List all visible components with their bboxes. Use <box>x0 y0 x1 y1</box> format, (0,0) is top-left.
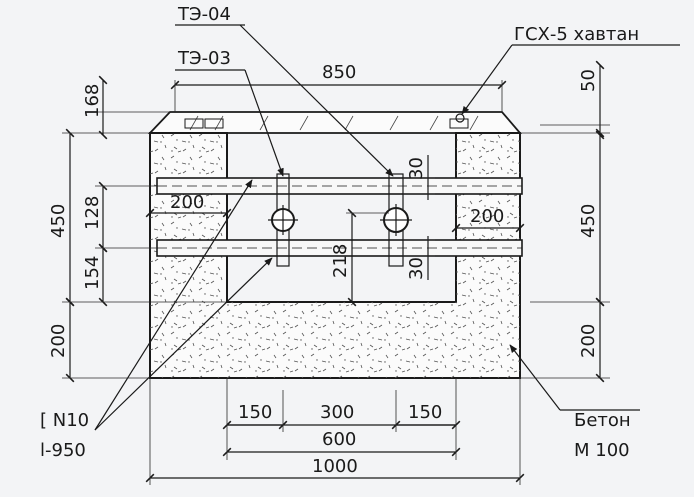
dim-inner-30-bottom: 30 <box>406 257 427 280</box>
dim-bottom-150-right: 150 <box>408 402 442 423</box>
dim-inner-30-top: 30 <box>406 157 427 180</box>
pipe-supports <box>268 173 412 267</box>
label-te03: ТЭ-03 <box>177 48 231 69</box>
label-te04: ТЭ-04 <box>177 4 231 25</box>
dim-bottom-150-left: 150 <box>238 402 272 423</box>
dim-inner-200-right: 200 <box>470 206 504 227</box>
dim-inner-200-left: 200 <box>170 192 204 213</box>
dimension-lines <box>62 60 610 485</box>
dim-inner-218: 218 <box>330 244 351 278</box>
label-beam-profile: [ N10 <box>40 410 89 431</box>
dim-bottom-600: 600 <box>322 429 356 450</box>
dim-right-200: 200 <box>578 324 599 358</box>
dim-left-200: 200 <box>48 324 69 358</box>
dim-left-154: 154 <box>82 256 103 290</box>
dim-right-450: 450 <box>578 204 599 238</box>
channel-beams <box>156 177 523 257</box>
label-beam-length: l-950 <box>40 440 86 461</box>
label-concrete: Бетон <box>574 410 631 431</box>
top-slab <box>147 111 522 134</box>
dim-top-850: 850 <box>322 62 356 83</box>
dim-left-128: 128 <box>82 196 103 230</box>
dim-left-168: 168 <box>82 84 103 118</box>
label-concrete-grade: М 100 <box>574 440 630 461</box>
label-gsx: ГСХ-5 хавтан <box>514 24 639 45</box>
dim-left-450: 450 <box>48 204 69 238</box>
leader-lines <box>94 24 680 431</box>
dim-bottom-1000: 1000 <box>312 456 358 477</box>
dim-right-50: 50 <box>578 69 599 92</box>
dim-bottom-300: 300 <box>320 402 354 423</box>
